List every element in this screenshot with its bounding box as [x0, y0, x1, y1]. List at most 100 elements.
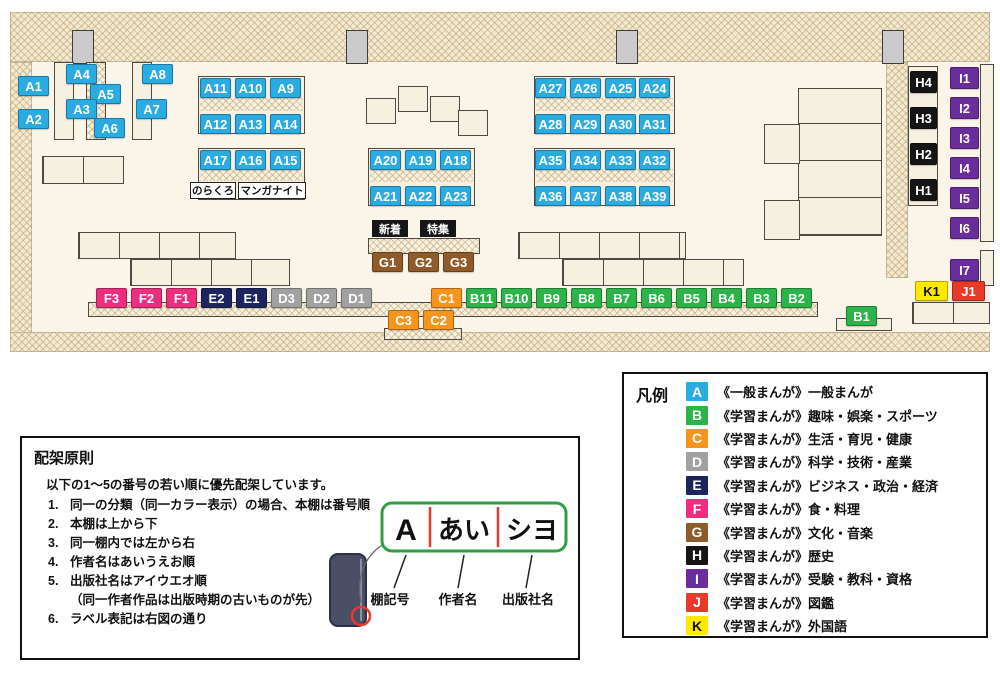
legend-swatch-C: C [686, 428, 708, 448]
shelf-unit [980, 64, 994, 242]
shelf-label-B3: B3 [746, 288, 777, 308]
shelf-label-A8: A8 [142, 64, 173, 84]
shelf-unit [562, 259, 744, 286]
shelf-unit [764, 200, 800, 240]
legend-label: 《学習まんが》図鑑 [717, 595, 835, 611]
principle-item: 4.作者名はあいうえお順 [48, 555, 196, 569]
arrow [457, 554, 465, 589]
shelf-label-A24: A24 [639, 78, 670, 98]
legend-swatch-D: D [686, 452, 708, 472]
legend-row-H: H《学習まんが》歴史 [686, 544, 938, 567]
legend-row-F: F《学習まんが》食・料理 [686, 497, 938, 520]
shelf-label-B7: B7 [606, 288, 637, 308]
shelf-hatch [536, 98, 673, 111]
caption-publisher: 出版社名 [502, 592, 554, 607]
shelf-label-A26: A26 [570, 78, 601, 98]
legend-title: 凡例 [636, 388, 669, 405]
shelf-label-C2: C2 [423, 310, 454, 330]
shelf-hatch [200, 169, 303, 181]
legend-swatch-E: E [686, 475, 708, 495]
legend-label: 《学習まんが》科学・技術・産業 [717, 455, 913, 471]
pointer-curve [358, 543, 385, 604]
shelf-label-A37: A37 [570, 186, 601, 206]
map-tag: 特集 [420, 220, 456, 237]
legend-row-G: G《学習まんが》文化・音楽 [686, 520, 938, 543]
shelf-label-A20: A20 [370, 150, 401, 170]
principle-item: 6.ラベル表記は右図の通り [48, 612, 208, 626]
shelf-label-B11: B11 [466, 288, 497, 308]
legend-label: 《学習まんが》外国語 [717, 619, 848, 635]
shelf-label-A35: A35 [535, 150, 566, 170]
shelf-label-A12: A12 [200, 114, 231, 134]
shelf-unit [430, 96, 460, 122]
shelf-label-H1: H1 [910, 179, 937, 201]
principles-intro: 以下の1〜5の番号の若い順に優先配架しています。 [46, 478, 334, 492]
shelf-unit [980, 250, 994, 286]
shelf-label-I6: I6 [950, 217, 979, 239]
shelf-label-A5: A5 [90, 84, 121, 104]
legend-row-J: J《学習まんが》図鑑 [686, 591, 938, 614]
shelf-label-A15: A15 [270, 150, 301, 170]
legend-swatch-F: F [686, 499, 708, 519]
shelf-hatch [200, 98, 303, 111]
legend-label: 《一般まんが》一般まんが [717, 385, 874, 401]
shelf-label-A22: A22 [405, 186, 436, 206]
shelf-label-H2: H2 [910, 143, 937, 165]
principle-item: 3.同一棚内では左から右 [48, 536, 196, 550]
legend-label: 《学習まんが》生活・育児・健康 [717, 431, 913, 447]
label-segment-shelf-code: A [395, 514, 417, 547]
shelf-label-A29: A29 [570, 114, 601, 134]
label-example-illustration: A あい シヨ 棚記号 作者名 出版社名 [329, 501, 568, 627]
legend-label: 《学習まんが》趣味・娯楽・スポーツ [717, 408, 938, 424]
shelf-label-A19: A19 [405, 150, 436, 170]
shelf-unit [78, 232, 236, 259]
shelf-label-B8: B8 [571, 288, 602, 308]
shelf-label-A6: A6 [94, 118, 125, 138]
shelf-unit [764, 124, 800, 164]
shelf-label-B6: B6 [641, 288, 672, 308]
label-segment-publisher: シヨ [506, 515, 558, 545]
shelf-label-A39: A39 [639, 186, 670, 206]
shelf-label-A16: A16 [235, 150, 266, 170]
legend-row-C: C 《学習まんが》生活・育児・健康 [686, 427, 938, 450]
shelf-label-A13: A13 [235, 114, 266, 134]
shelf-label-D3: D3 [271, 288, 302, 308]
wall-top [10, 12, 990, 62]
shelf-label-I4: I4 [950, 157, 979, 179]
shelf-label-A36: A36 [535, 186, 566, 206]
shelf-label-E1: E1 [236, 288, 267, 308]
shelf-label-C3: C3 [388, 310, 419, 330]
shelf-label-I2: I2 [950, 97, 979, 119]
shelf-label-A1: A1 [18, 76, 49, 96]
shelf-label-C1: C1 [431, 288, 462, 308]
shelf-hatch [370, 169, 473, 182]
shelf-unit [398, 86, 428, 112]
shelf-label-A28: A28 [535, 114, 566, 134]
principles-panel: 配架原則 以下の1〜5の番号の若い順に優先配架しています。 1.同一の分類（同一… [20, 436, 580, 660]
shelf-label-A9: A9 [270, 78, 301, 98]
legend-row-I: I《学習まんが》受験・教科・資格 [686, 567, 938, 590]
principle-item: 1.同一の分類（同一カラー表示）の場合、本棚は番号順 [48, 498, 371, 512]
shelf-label-A10: A10 [235, 78, 266, 98]
shelf-hatch [536, 169, 673, 182]
arrow [525, 554, 533, 589]
map-tag: マンガナイト [238, 182, 306, 199]
legend-row-B: B《学習まんが》趣味・娯楽・スポーツ [686, 403, 938, 426]
shelf-label-A17: A17 [200, 150, 231, 170]
legend-label: 《学習まんが》受験・教科・資格 [717, 572, 913, 588]
shelf-label-F2: F2 [131, 288, 162, 308]
caption-shelf-code: 棚記号 [370, 592, 409, 607]
shelf-label-I7: I7 [950, 259, 979, 281]
shelf-label-A34: A34 [570, 150, 601, 170]
legend-label: 《学習まんが》文化・音楽 [717, 525, 874, 541]
pillar [882, 30, 904, 64]
legend-label: 《学習まんが》歴史 [717, 548, 835, 564]
shelf-label-F3: F3 [96, 288, 127, 308]
shelf-label-E2: E2 [201, 288, 232, 308]
shelf-label-A33: A33 [605, 150, 636, 170]
map-tag: のらくろ [190, 182, 236, 199]
